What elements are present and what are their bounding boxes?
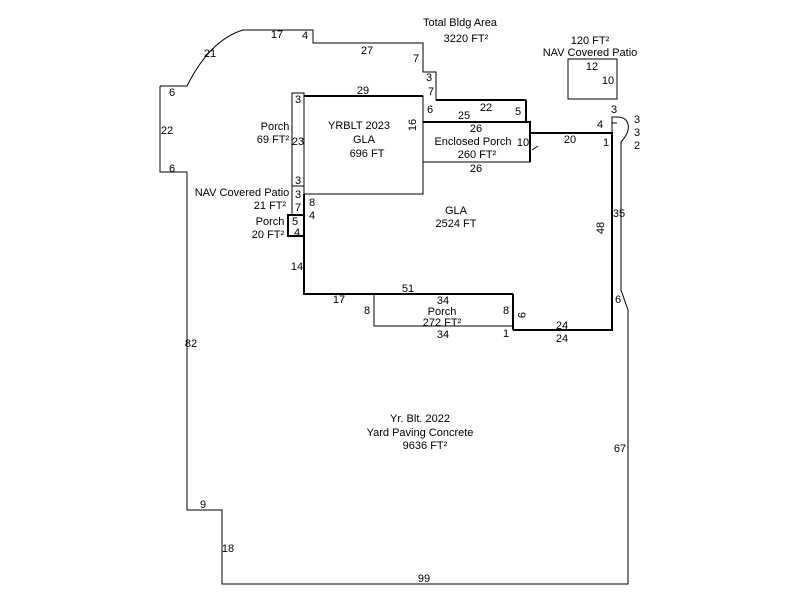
dim: 7 — [295, 202, 301, 214]
dim: 17 — [271, 29, 283, 41]
dim: 16 — [407, 119, 419, 131]
nav-patio-21-name: NAV Covered Patio — [195, 187, 290, 199]
dim: 35 — [613, 208, 625, 220]
porch-20-box — [287, 214, 305, 237]
dim: 23 — [292, 136, 304, 148]
dim: 3 — [295, 189, 301, 201]
dim: 3 — [611, 104, 617, 116]
dim: 25 — [458, 110, 470, 122]
dim: 7 — [413, 53, 419, 65]
porch-69-name: Porch — [261, 121, 290, 133]
dim: 6 — [169, 163, 175, 175]
dim: 5 — [515, 106, 521, 118]
dim: 26 — [470, 163, 482, 175]
dim: 10 — [517, 137, 529, 149]
dim: 1 — [603, 137, 609, 149]
dim: 8 — [364, 305, 370, 317]
yrblt-line2: GLA — [353, 134, 376, 146]
dim: 22 — [161, 125, 173, 137]
dim: 6 — [169, 87, 175, 99]
dim: 20 — [564, 134, 576, 146]
dim: 5 — [292, 216, 298, 228]
dim: 34 — [437, 329, 449, 341]
yard-line3: 9636 FT² — [403, 440, 448, 452]
nav-patio-120-box — [567, 58, 618, 100]
dim: 4 — [302, 30, 308, 42]
dim: 48 — [595, 222, 607, 234]
gla-area: 2524 FT — [436, 218, 477, 230]
dim: 34 — [437, 295, 449, 307]
enclosed-porch-top-outline — [423, 99, 531, 162]
dim: 21 — [204, 48, 216, 60]
porch-20-name: Porch — [256, 216, 285, 228]
total-title: Total Bldg Area — [423, 17, 498, 29]
dim: 29 — [357, 85, 369, 97]
gla-right-notch — [611, 122, 617, 133]
dimension-labels: 17 4 21 27 7 3 7 6 22 6 29 3 23 3 16 6 2… — [161, 29, 640, 585]
dim: 3 — [634, 127, 640, 139]
dim: 9 — [200, 499, 206, 511]
dim: 18 — [222, 543, 234, 555]
dim: 9 — [515, 312, 527, 318]
dim: 14 — [291, 261, 303, 273]
yard-line1: Yr. Blt. 2022 — [390, 413, 450, 425]
porch-69-area: 69 FT² — [257, 134, 290, 146]
dim: 4 — [294, 227, 300, 239]
dim: 24 — [556, 320, 568, 332]
dim: 1 — [503, 328, 509, 340]
dim: 3 — [634, 114, 640, 126]
dim: 7 — [428, 86, 434, 98]
yard-line2: Yard Paving Concrete — [367, 427, 474, 439]
dim: 2 — [634, 140, 640, 152]
dim: 17 — [333, 294, 345, 306]
nav-patio-120-dim-w: 12 — [586, 61, 598, 73]
nav-patio-120-name: NAV Covered Patio — [543, 47, 638, 59]
nav-patio-21-area: 21 FT² — [254, 200, 287, 212]
dim: 6 — [427, 104, 433, 116]
dim: 51 — [402, 283, 414, 295]
dim: 26 — [470, 123, 482, 135]
yrblt-line1: YRBLT 2023 — [328, 120, 390, 132]
dim: 3 — [295, 175, 301, 187]
dim: 3 — [295, 94, 301, 106]
dim: 8 — [309, 197, 315, 209]
dim: 67 — [614, 443, 626, 455]
enclosed-area: 260 FT² — [458, 149, 497, 161]
gla-name: GLA — [445, 205, 468, 217]
yard-outline — [159, 29, 629, 585]
dim: 3 — [426, 72, 432, 84]
total-area: 3220 FT² — [444, 33, 489, 45]
door-mark — [531, 145, 539, 151]
enclosed-name: Enclosed Porch — [434, 136, 511, 148]
dim: 99 — [418, 573, 430, 585]
nav-patio-120-area: 120 FT² — [571, 35, 610, 47]
dim: 4 — [309, 210, 315, 222]
dim: 22 — [480, 102, 492, 114]
dim: 82 — [185, 338, 197, 350]
dim: 6 — [615, 294, 621, 306]
porch-20-area: 20 FT² — [252, 229, 285, 241]
dim: 4 — [597, 119, 603, 131]
dim: 8 — [503, 305, 509, 317]
dim: 24 — [556, 333, 568, 345]
nav-patio-120-dim-h: 10 — [602, 75, 614, 87]
yrblt-line3: 696 FT — [350, 148, 385, 160]
dim: 27 — [361, 45, 373, 57]
porch-272-area: 272 FT² — [423, 317, 462, 329]
gla-outline — [303, 132, 613, 331]
porch-272-name: Porch — [428, 306, 457, 318]
